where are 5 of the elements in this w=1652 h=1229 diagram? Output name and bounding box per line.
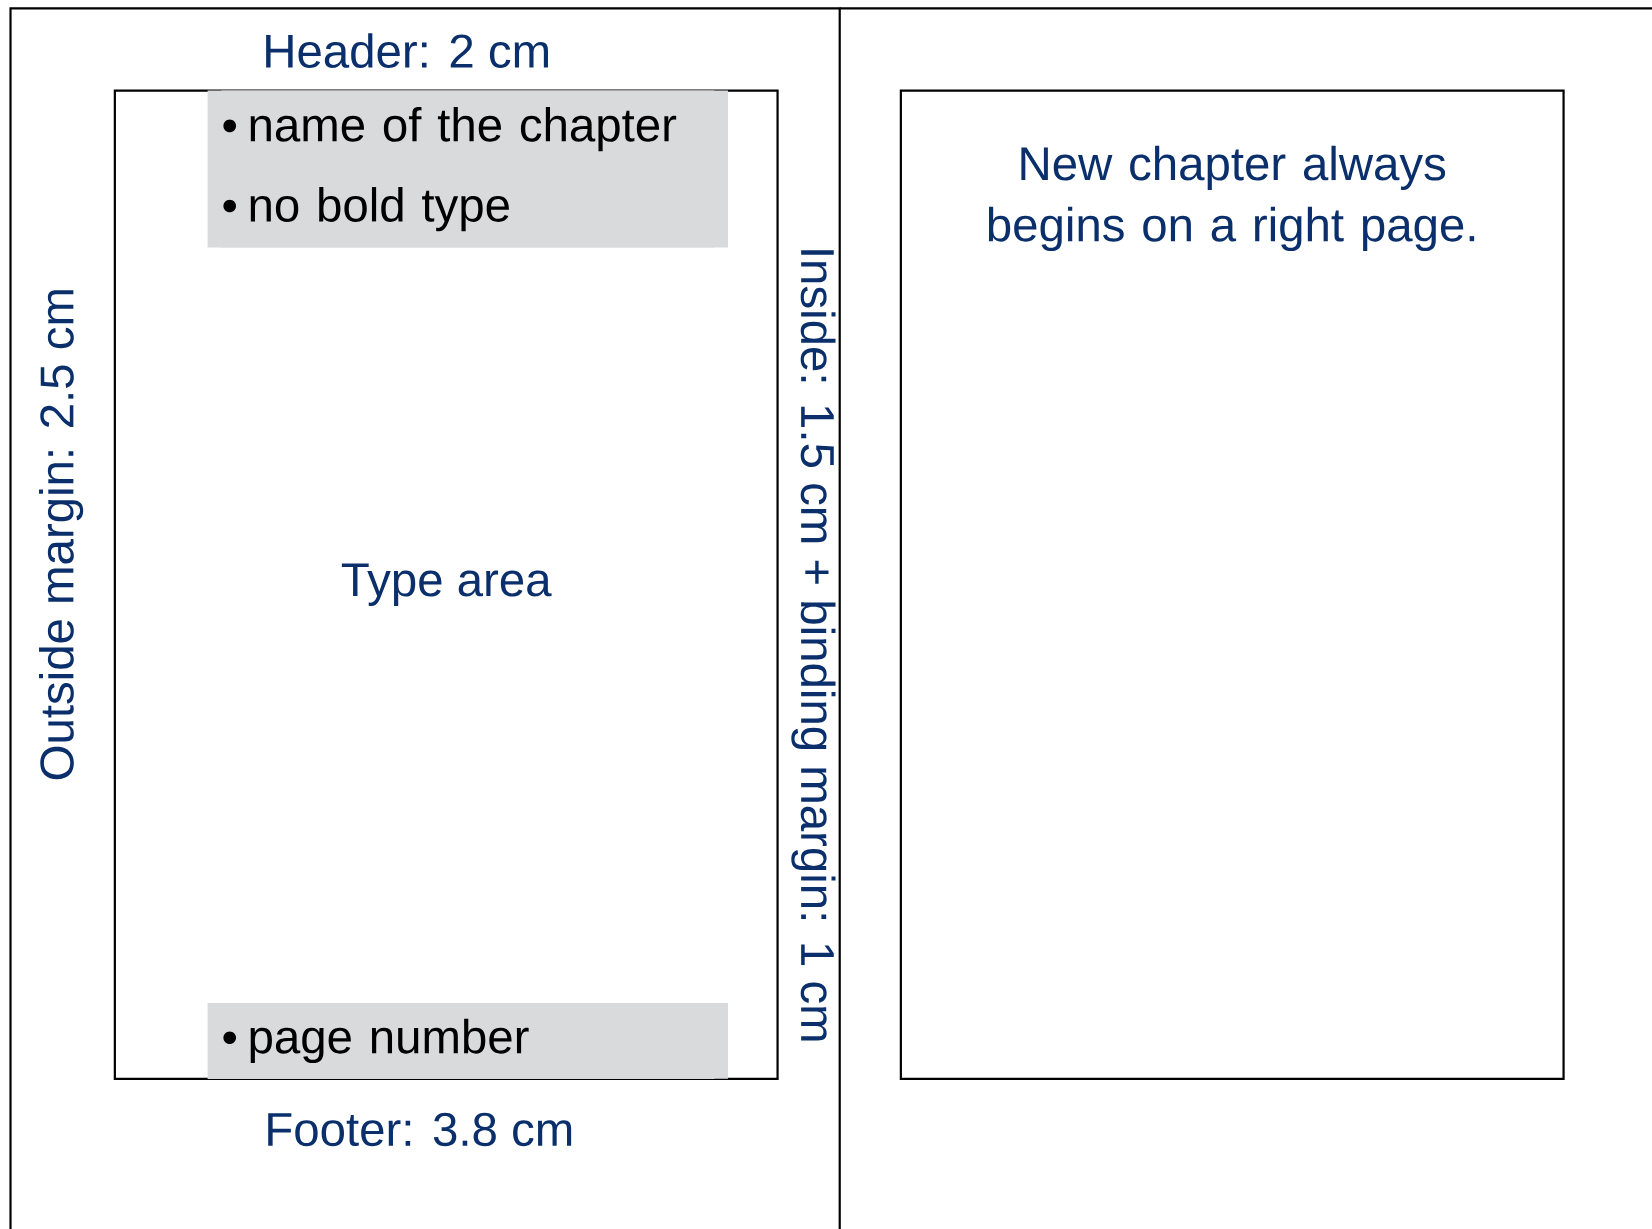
bullet-band: name of the chapter no bold type xyxy=(207,90,728,248)
type-area-box: New chapter always begins on a right page. xyxy=(899,89,1565,1080)
margin-label: Inside: 1.5 cm + binding margin: 1 cm xyxy=(791,250,836,1041)
margin-label: Outside margin: 2.5 cm xyxy=(39,290,84,780)
bullet-band: page number xyxy=(207,1002,728,1079)
